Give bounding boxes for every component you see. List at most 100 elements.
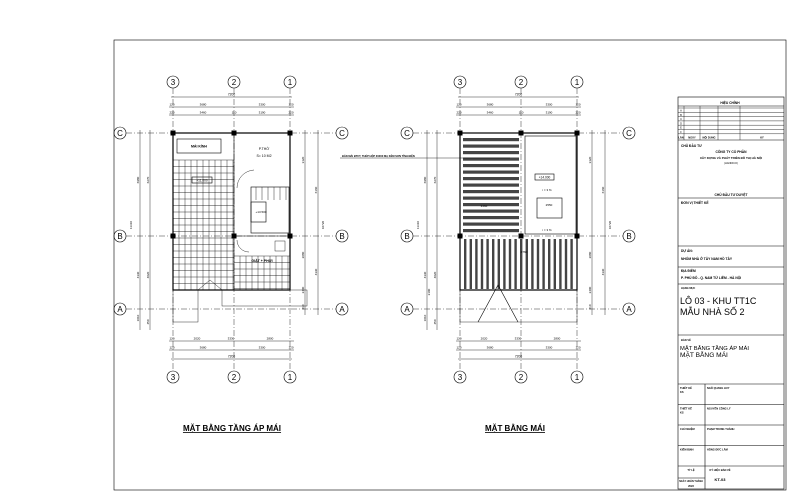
grid-bubble — [622, 126, 636, 140]
revision-row-label: D — [680, 121, 682, 125]
dimension-text: 450 — [433, 319, 437, 324]
dimension-text: 3300 — [259, 103, 266, 107]
dimension-text: 3460 — [481, 204, 488, 208]
dimension-text: 3300 — [546, 346, 553, 350]
dimension-text: 220 — [575, 111, 580, 115]
investor-name-2: XÂY DỰNG VÀ PHÁT TRIỂN ĐÔ THỊ HÀ NỘI — [700, 155, 762, 160]
grid-label: C — [404, 129, 410, 138]
grid-label: 2 — [519, 373, 524, 382]
signature-sub: KS — [680, 390, 684, 394]
room-label: P.THỜ — [259, 146, 270, 151]
slope-text: i = 3 % — [542, 188, 552, 192]
grid-bubble — [166, 370, 180, 384]
stair-landing — [250, 201, 267, 223]
grid-label: 3 — [171, 373, 176, 382]
grid-label: A — [404, 305, 410, 314]
label-frame — [176, 138, 222, 154]
dimension-text: 6160 — [314, 186, 318, 193]
roof-tiles — [172, 289, 199, 323]
dimension-text: 120 — [575, 103, 580, 107]
grid-label: 2 — [232, 373, 237, 382]
roof-slab — [524, 135, 577, 235]
dimension-text: 3680 — [487, 103, 494, 107]
dimension-text: 4020 — [433, 271, 437, 278]
grid-bubble — [453, 370, 467, 384]
dimension-text: 2100 — [427, 288, 431, 295]
dimension-text: 120 — [288, 103, 293, 107]
roof-slat — [463, 170, 519, 174]
grid-bubble — [335, 302, 349, 316]
date: 2023 — [688, 484, 694, 488]
grid-bubble — [570, 370, 584, 384]
gable — [197, 279, 223, 291]
grid-bubble — [227, 370, 241, 384]
level-tag — [534, 173, 555, 181]
level-text: +11.000 — [196, 179, 208, 183]
dimension-text: 4330 — [136, 271, 140, 278]
water-tank — [536, 197, 563, 219]
dimension-text: 3120 — [301, 156, 305, 163]
grid-label: 2 — [519, 78, 524, 87]
dimension-text: 4020 — [146, 271, 150, 278]
grid-bubble — [166, 75, 180, 89]
grid-bubble — [400, 302, 414, 316]
grid-bubble — [514, 370, 528, 384]
dimension-text: 4760 — [521, 250, 528, 254]
dimension-text: 4330 — [601, 268, 605, 275]
roof-slat — [570, 239, 573, 289]
dimension-text: 2800 — [554, 337, 561, 341]
revision-row-label: C — [680, 117, 682, 121]
roof-slat — [525, 239, 528, 289]
item-1: LÔ 03 - KHU TT1C — [680, 296, 757, 306]
item-label: HẠNG MỤC — [681, 286, 695, 290]
grid-bubble — [453, 75, 467, 89]
signature-role: CHỦ NHIỆM — [680, 426, 695, 431]
dimension-text: 3680 — [200, 346, 207, 350]
dimension-text: 120 — [169, 346, 174, 350]
signature-name: PHẠM TRUNG THÀNH — [707, 426, 735, 431]
revision-row-label: B — [680, 113, 682, 117]
dimension-text: 3680 — [200, 103, 207, 107]
gable — [477, 284, 519, 323]
grid-bubble — [400, 126, 414, 140]
level-text: +13.500 — [256, 210, 267, 214]
door-swing — [236, 239, 250, 253]
roof-slat — [463, 196, 519, 200]
level-tag — [191, 176, 213, 184]
dimension-text: 2550 — [546, 203, 553, 207]
roof-slat — [542, 239, 545, 289]
drawing-title: MẶT BẰNG TẦNG ÁP MÁI — [183, 423, 281, 433]
grid-label: B — [117, 232, 122, 241]
grid-label: 1 — [575, 78, 580, 87]
dimension-text: 7200 — [515, 355, 523, 359]
dimension-text: 3300 — [259, 346, 266, 350]
grid-label: B — [626, 232, 631, 241]
grid-bubble — [622, 302, 636, 316]
dimension-text: 3330 — [515, 337, 522, 341]
dimension-text: 7200 — [515, 93, 523, 97]
revision-row-label: A — [680, 109, 682, 113]
roof-slat — [463, 190, 519, 194]
signature-name: NGUYỄN CÔNG LÝ — [707, 406, 731, 411]
dimension-text: 6270 — [146, 176, 150, 183]
dimension-text: 10720 — [321, 220, 325, 229]
signature-role: THIẾT KẾ — [680, 406, 692, 411]
roof-slat — [463, 229, 519, 233]
outer-wall — [172, 132, 291, 291]
revision-header: HIỆU CHỈNH — [720, 100, 740, 105]
item-2: MẪU NHÀ SỐ 2 — [680, 306, 745, 317]
dimension-text: 7200 — [228, 355, 236, 359]
roof-tiles — [459, 289, 578, 323]
sheet-label: BẢN VẼ — [681, 337, 691, 342]
investor-approve: CHỦ ĐẦU TƯ DUYỆT — [715, 192, 748, 197]
grid-bubble — [400, 229, 414, 243]
roof-slat — [463, 164, 519, 168]
grid-label: 3 — [171, 78, 176, 87]
grid-bubble — [570, 75, 584, 89]
location-label: ĐỊA ĐIỂM — [681, 268, 696, 273]
dimension-text: 2080 — [588, 251, 592, 258]
date-label: NGÀY HOÀN THÀNH — [679, 480, 703, 483]
dimension-text: 120 — [288, 346, 293, 350]
grid-label: A — [117, 305, 123, 314]
